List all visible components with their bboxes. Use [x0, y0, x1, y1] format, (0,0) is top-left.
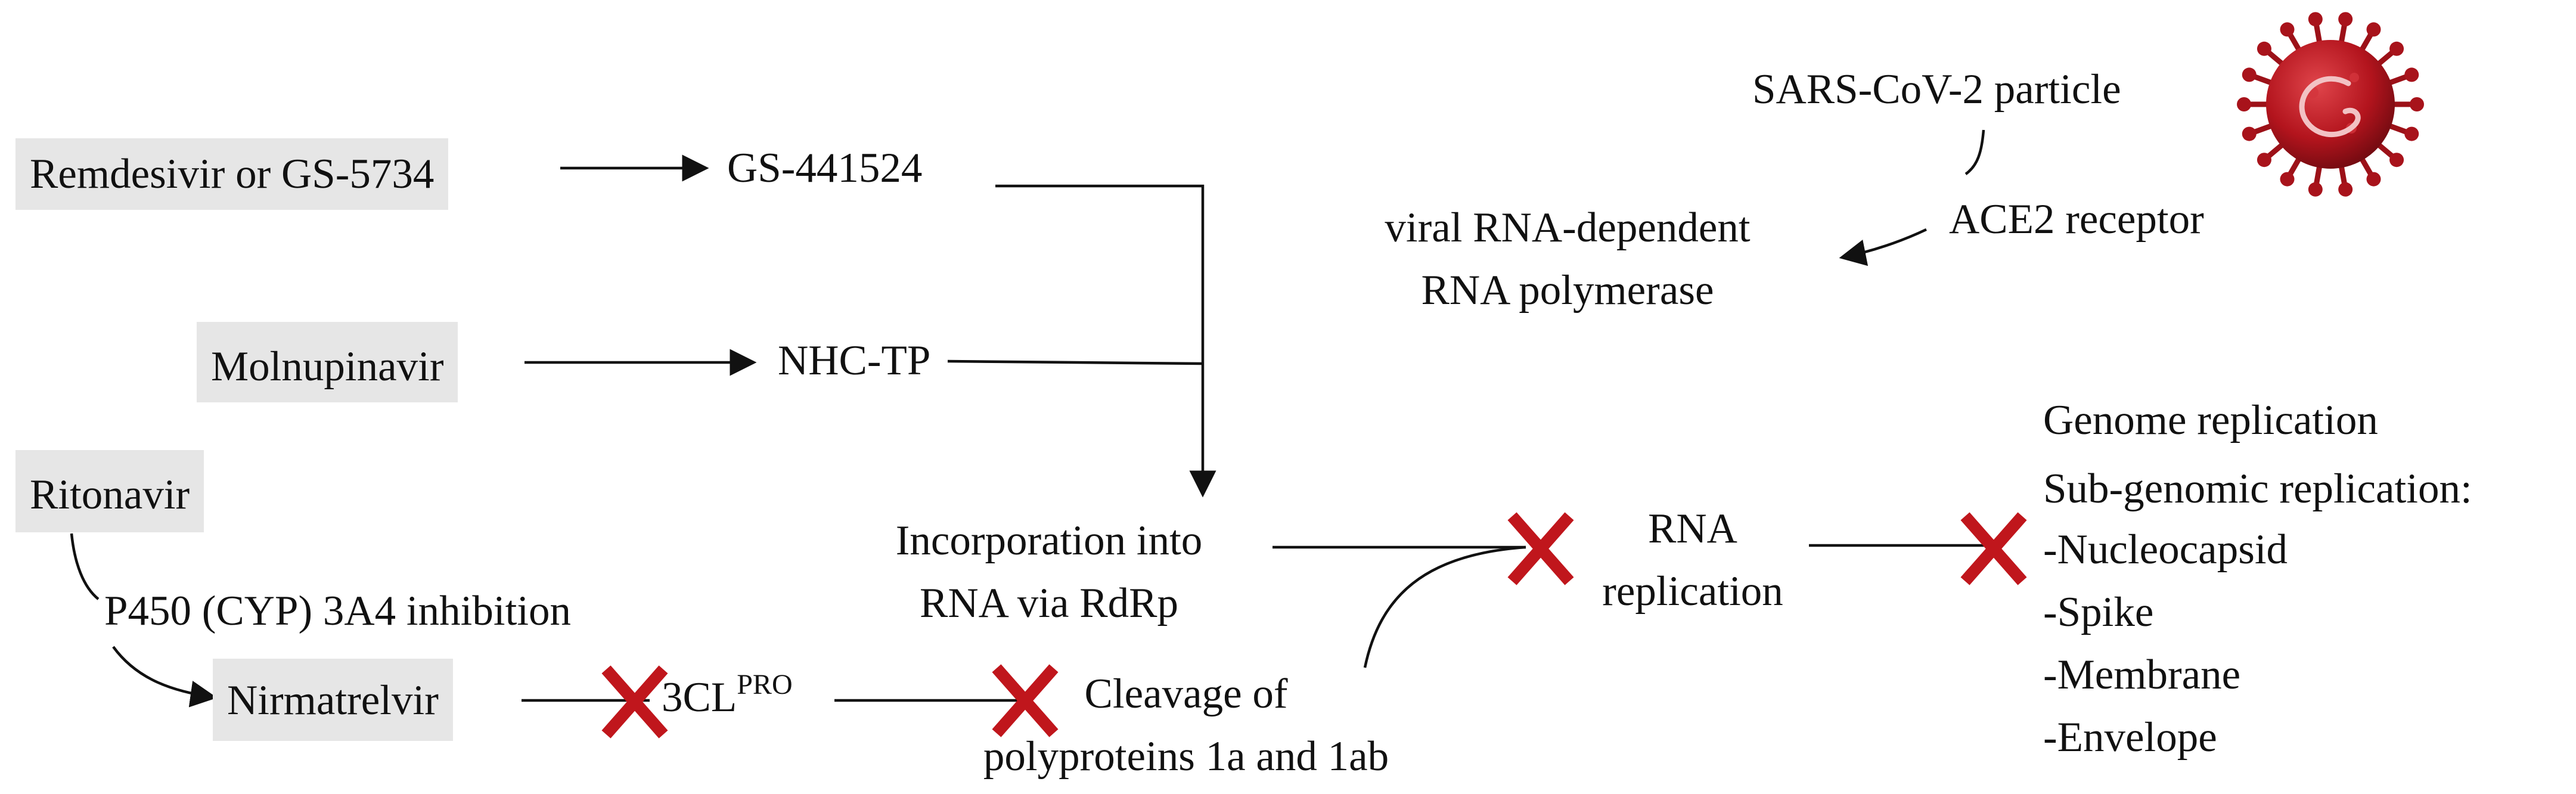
virus-spike-tip — [2308, 12, 2323, 27]
curve-cleavage-to-rna — [1363, 545, 1526, 668]
curve-ace2-to-polymerase — [1839, 228, 1927, 266]
rna-replication-line-1: RNA — [1648, 505, 1737, 552]
gs441524-label: GS-441524 — [727, 145, 923, 191]
incorporation-line-1: Incorporation into — [895, 517, 1203, 564]
virus-spike-tip — [2280, 22, 2295, 37]
polymerase-line-1: viral RNA-dependent — [1385, 204, 1751, 251]
protein-spike: -Spike — [2043, 589, 2154, 635]
protein-membrane: -Membrane — [2043, 652, 2241, 698]
rna-replication-label: RNA replication — [1550, 498, 1836, 623]
virus-spike-tip — [2366, 22, 2381, 37]
nhctp-label: NHC-TP — [778, 337, 931, 384]
incorporation-line-2: RNA via RdRp — [920, 580, 1178, 626]
virus-spike-tip — [2404, 126, 2419, 141]
curve-particle-to-ace2 — [1964, 129, 1985, 175]
polymerase-line-2: RNA polymerase — [1421, 267, 1714, 314]
molnupiravir-box: Molnupinavir — [197, 322, 458, 402]
3clpro-base: 3CL — [662, 674, 737, 721]
ace2-receptor-label: ACE2 receptor — [1949, 196, 2204, 243]
virus-spike-tip — [2242, 126, 2257, 141]
rna-replication-line-2: replication — [1602, 568, 1783, 615]
incorporation-label: Incorporation into RNA via RdRp — [858, 510, 1240, 635]
nirmatrelvir-box: Nirmatrelvir — [213, 659, 453, 741]
inhibit-x-icon — [601, 665, 668, 739]
cleavage-line-1: Cleavage of — [1084, 671, 1288, 717]
protein-envelope: -Envelope — [2043, 714, 2217, 761]
subgenomic-replication-label: Sub-genomic replication: — [2043, 466, 2472, 512]
cleavage-line-2: polyproteins 1a and 1ab — [983, 733, 1389, 780]
cyp-inhibition-label: P450 (CYP) 3A4 inhibition — [104, 588, 572, 634]
3clpro-superscript: PRO — [737, 669, 793, 701]
virus-spike-tip — [2389, 41, 2404, 56]
protein-nucleocapsid: -Nucleocapsid — [2043, 526, 2288, 573]
virus-spike-tip — [2338, 12, 2353, 27]
remdesivir-box: Remdesivir or GS-5734 — [15, 138, 449, 210]
line-nhctp-to-junction — [947, 359, 1203, 365]
inhibit-x-icon — [1960, 512, 2027, 585]
virus-spike-tip — [2410, 97, 2424, 111]
inhibit-x-icon — [1507, 512, 1574, 585]
virus-spike-tip — [2338, 182, 2353, 197]
cleavage-label: Cleavage of polyproteins 1a and 1ab — [954, 663, 1419, 788]
structural-protein-list: -Nucleocapsid -Spike -Membrane -Envelope — [2043, 519, 2288, 769]
virus-spike-tip — [2242, 67, 2257, 82]
virus-spike-tip — [2237, 97, 2251, 111]
curve-cyp-to-nirmatrelvir — [112, 646, 218, 708]
virus-spike-tip — [2404, 67, 2419, 82]
genome-replication-label: Genome replication — [2043, 397, 2378, 443]
curve-ritonavir-to-cyp — [70, 533, 100, 600]
virus-spike-tip — [2389, 153, 2404, 168]
3clpro-label: 3CLPRO — [662, 668, 793, 727]
virus-spike-tip — [2366, 172, 2381, 187]
virus-particle-icon — [2237, 12, 2424, 197]
polymerase-label: viral RNA-dependent RNA polymerase — [1293, 197, 1842, 322]
virus-spike-tip — [2280, 172, 2295, 187]
line-gs441524-to-junction — [995, 184, 1216, 498]
inhibit-x-icon — [992, 664, 1059, 737]
virus-spike-tip — [2257, 153, 2271, 168]
ritonavir-box: Ritonavir — [15, 450, 204, 532]
virus-spike-tip — [2257, 41, 2271, 56]
virus-spike-tip — [2308, 182, 2323, 197]
sars-cov-2-particle-label: SARS-CoV-2 particle — [1752, 66, 2121, 113]
